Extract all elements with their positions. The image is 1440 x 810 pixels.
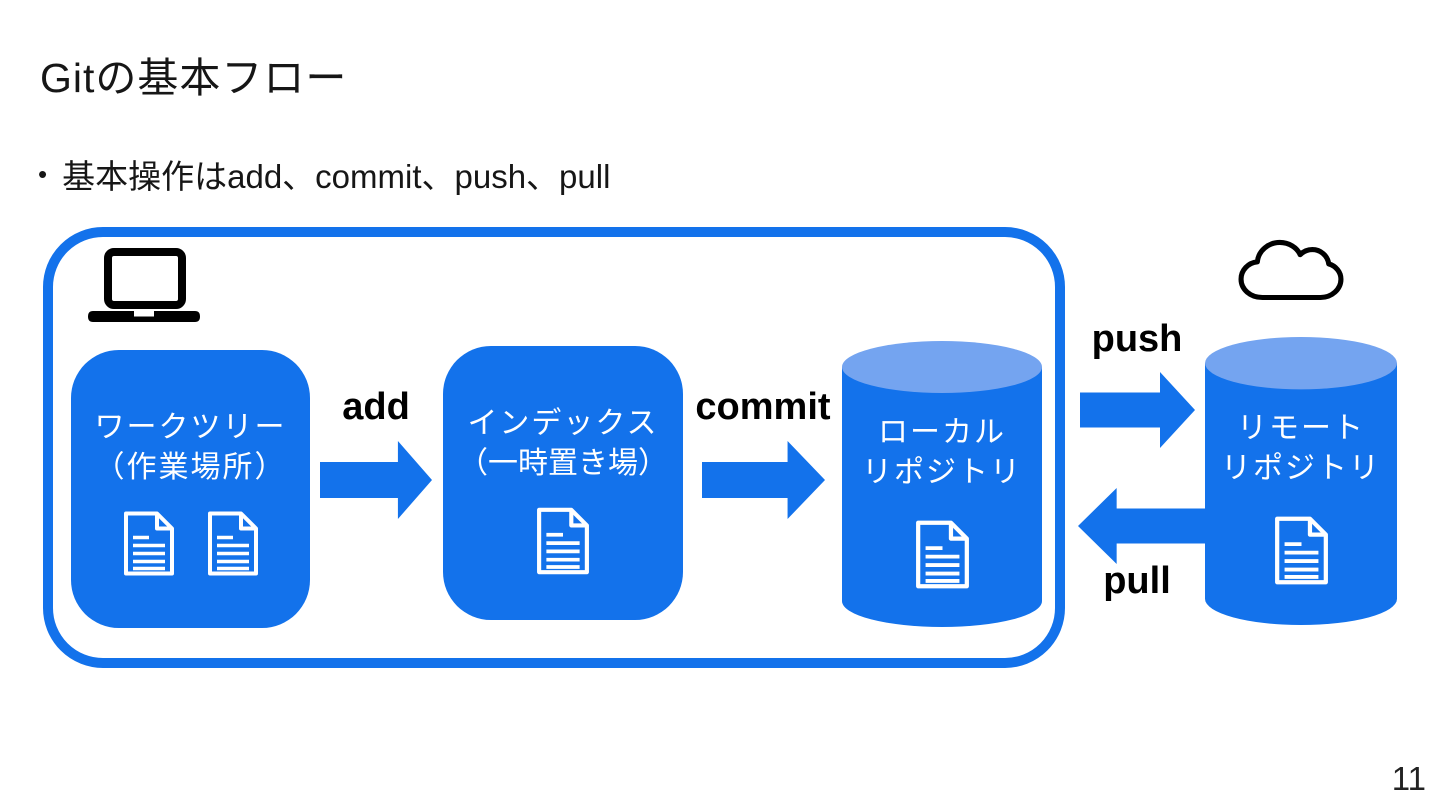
remote-repo-label-line1: リモート [1237, 412, 1365, 445]
local-machine-boundary [43, 227, 1065, 668]
index-label-line2: （一時置き場） [458, 447, 668, 480]
page-number: 11 [1391, 760, 1426, 797]
worktree-label-line2: （作業場所） [94, 451, 287, 484]
bullet-item: • 基本操作はadd、commit、push、pull [38, 150, 610, 198]
document-icon [123, 511, 174, 576]
local-repo-label-line1: ローカル [878, 416, 1006, 449]
worktree-documents [123, 510, 259, 577]
bullet-marker: • [38, 158, 48, 189]
local-repo-node: ローカル リポジトリ [842, 341, 1042, 627]
pull-arrow-label: pull [1103, 560, 1171, 602]
commit-arrow [702, 441, 825, 519]
remote-repo-node: リモート リポジトリ [1205, 337, 1397, 625]
bullet-text: 基本操作はadd、commit、push、pull [62, 158, 611, 195]
remote-repo-label-line2: リポジトリ [1221, 452, 1381, 485]
push-arrow [1080, 372, 1195, 448]
document-icon [207, 511, 258, 576]
index-documents [536, 506, 590, 576]
worktree-node: ワークツリー （作業場所） [71, 350, 310, 628]
cloud-icon [1238, 239, 1344, 301]
index-label-line1: インデックス [467, 407, 659, 440]
slide-title: Gitの基本フロー [40, 55, 348, 101]
document-icon [915, 520, 969, 589]
push-arrow-label: push [1091, 318, 1183, 360]
remote-repo-documents [1274, 515, 1329, 586]
cylinder-shape [842, 341, 1042, 627]
commit-arrow-label: commit [695, 386, 831, 428]
add-arrow [320, 441, 432, 519]
pull-arrow [1078, 488, 1205, 564]
add-arrow-label: add [342, 386, 410, 428]
local-repo-documents [915, 519, 970, 590]
document-icon [537, 507, 589, 575]
worktree-label-line1: ワークツリー [94, 411, 287, 444]
index-node: インデックス （一時置き場） [443, 346, 683, 620]
document-icon [1274, 516, 1328, 585]
local-repo-label-line2: リポジトリ [862, 456, 1022, 489]
cylinder-shape [1205, 337, 1397, 625]
laptop-icon [88, 248, 200, 322]
